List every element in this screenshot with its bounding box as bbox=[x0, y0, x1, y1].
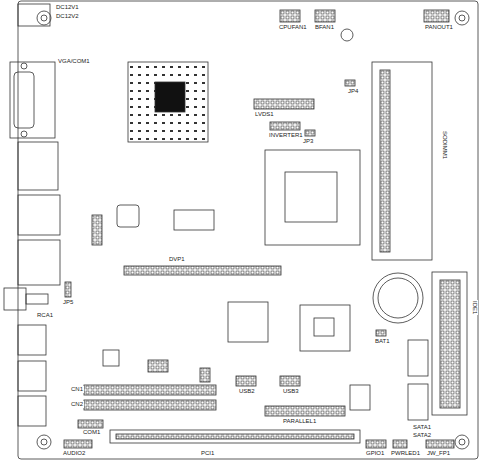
part-label: VGA/COM1 bbox=[57, 58, 91, 65]
usb-header bbox=[236, 376, 256, 386]
power-out-header bbox=[424, 10, 449, 22]
ide-connector bbox=[432, 272, 467, 415]
inverter-header bbox=[270, 122, 300, 130]
part-label: CN2 bbox=[70, 401, 84, 408]
jumper bbox=[376, 330, 386, 336]
part-label: JW_FP1 bbox=[426, 450, 451, 457]
chipset-components bbox=[128, 62, 208, 142]
com-header bbox=[78, 420, 103, 428]
screw bbox=[21, 63, 27, 69]
jumper bbox=[65, 282, 71, 297]
dvp-header bbox=[124, 266, 281, 275]
part-label: BAT1 bbox=[374, 338, 391, 345]
sata-connector bbox=[408, 384, 428, 420]
part-label: CPUFAN1 bbox=[278, 24, 308, 31]
part-label: PCI1 bbox=[200, 450, 215, 457]
screw bbox=[21, 131, 27, 137]
part-label: JP5 bbox=[62, 299, 74, 306]
part-label: PWRLED1 bbox=[390, 450, 421, 457]
part-label: BFAN1 bbox=[314, 24, 335, 31]
mounting-hole bbox=[37, 11, 51, 25]
usb-port bbox=[18, 195, 60, 235]
audio-jack bbox=[18, 325, 46, 355]
audio-jack bbox=[18, 396, 46, 426]
pin-header bbox=[92, 215, 102, 245]
part-label: GPIO1 bbox=[365, 450, 385, 457]
cn2-header bbox=[84, 400, 216, 410]
part-label: JP4 bbox=[347, 88, 359, 95]
super-io-chip bbox=[228, 302, 268, 342]
part-label: LVDS1 bbox=[254, 111, 275, 118]
battery bbox=[378, 278, 418, 318]
part-label: DC12V1 bbox=[55, 4, 80, 11]
buzzer bbox=[341, 29, 353, 41]
usb-header bbox=[280, 376, 300, 386]
part-label: USB2 bbox=[238, 388, 256, 395]
audio-jack bbox=[18, 361, 46, 391]
sodimm-slot bbox=[372, 62, 432, 260]
jumper bbox=[305, 130, 315, 136]
lvds-header bbox=[254, 99, 314, 109]
rca-jack bbox=[4, 288, 26, 310]
part-label: DVP1 bbox=[168, 256, 186, 263]
sodimm-contacts bbox=[380, 70, 390, 252]
small-chip bbox=[103, 350, 119, 366]
part-label: AUDIO2 bbox=[62, 450, 86, 457]
pin-header bbox=[148, 360, 168, 372]
part-label: SATA2 bbox=[412, 432, 432, 439]
cpu-socket bbox=[265, 150, 360, 245]
pci-contacts bbox=[116, 434, 354, 439]
small-chip bbox=[117, 205, 139, 227]
vga-com-connector bbox=[10, 62, 55, 138]
usb-lan-port bbox=[18, 142, 58, 190]
dc-jack bbox=[18, 4, 50, 26]
sata-connector bbox=[408, 340, 428, 376]
cpu-die bbox=[285, 172, 337, 222]
southbridge-die bbox=[314, 318, 334, 336]
dsub-shell bbox=[14, 72, 34, 128]
southbridge bbox=[300, 305, 350, 351]
jumper bbox=[345, 80, 355, 86]
part-label: DC12V2 bbox=[55, 13, 80, 20]
part-label: SODIMM1 bbox=[441, 130, 448, 160]
fan-header bbox=[315, 10, 335, 22]
pci-slot bbox=[110, 430, 360, 443]
battery bbox=[373, 273, 423, 323]
gpio-header bbox=[366, 440, 386, 448]
fan-header bbox=[280, 10, 300, 22]
mounting-hole bbox=[455, 11, 469, 25]
audio-header bbox=[64, 440, 92, 448]
mounting-hole bbox=[459, 15, 465, 21]
parallel-header bbox=[265, 406, 345, 416]
ide-pins bbox=[440, 280, 460, 408]
board-outline bbox=[18, 1, 478, 459]
part-label: CN1 bbox=[70, 386, 84, 393]
cn1-header bbox=[84, 385, 216, 395]
part-label: COM1 bbox=[82, 429, 101, 436]
part-label: INVERTER1 bbox=[268, 132, 304, 139]
part-label: SATA1 bbox=[412, 424, 432, 431]
part-label: USB3 bbox=[282, 388, 300, 395]
chipset-outline bbox=[128, 62, 208, 142]
mounting-hole bbox=[455, 435, 469, 449]
jumper bbox=[200, 368, 210, 382]
mounting-hole bbox=[41, 15, 47, 21]
part-label: PARALLEL1 bbox=[282, 418, 317, 425]
front-panel-header bbox=[426, 440, 454, 448]
part-label: JP3 bbox=[302, 138, 314, 145]
part-label: PANOUT1 bbox=[424, 24, 454, 31]
mounting-hole bbox=[459, 439, 465, 445]
power-connector bbox=[350, 385, 370, 410]
part-label: IDE1 bbox=[471, 300, 478, 315]
mounting-hole bbox=[37, 435, 51, 449]
small-chip bbox=[174, 210, 214, 230]
pwrled-header bbox=[393, 440, 407, 448]
part-label: RCA1 bbox=[36, 312, 54, 319]
usb-port bbox=[18, 240, 60, 285]
chipset-die bbox=[155, 82, 185, 112]
rca-body bbox=[26, 294, 48, 304]
mounting-hole bbox=[41, 439, 47, 445]
